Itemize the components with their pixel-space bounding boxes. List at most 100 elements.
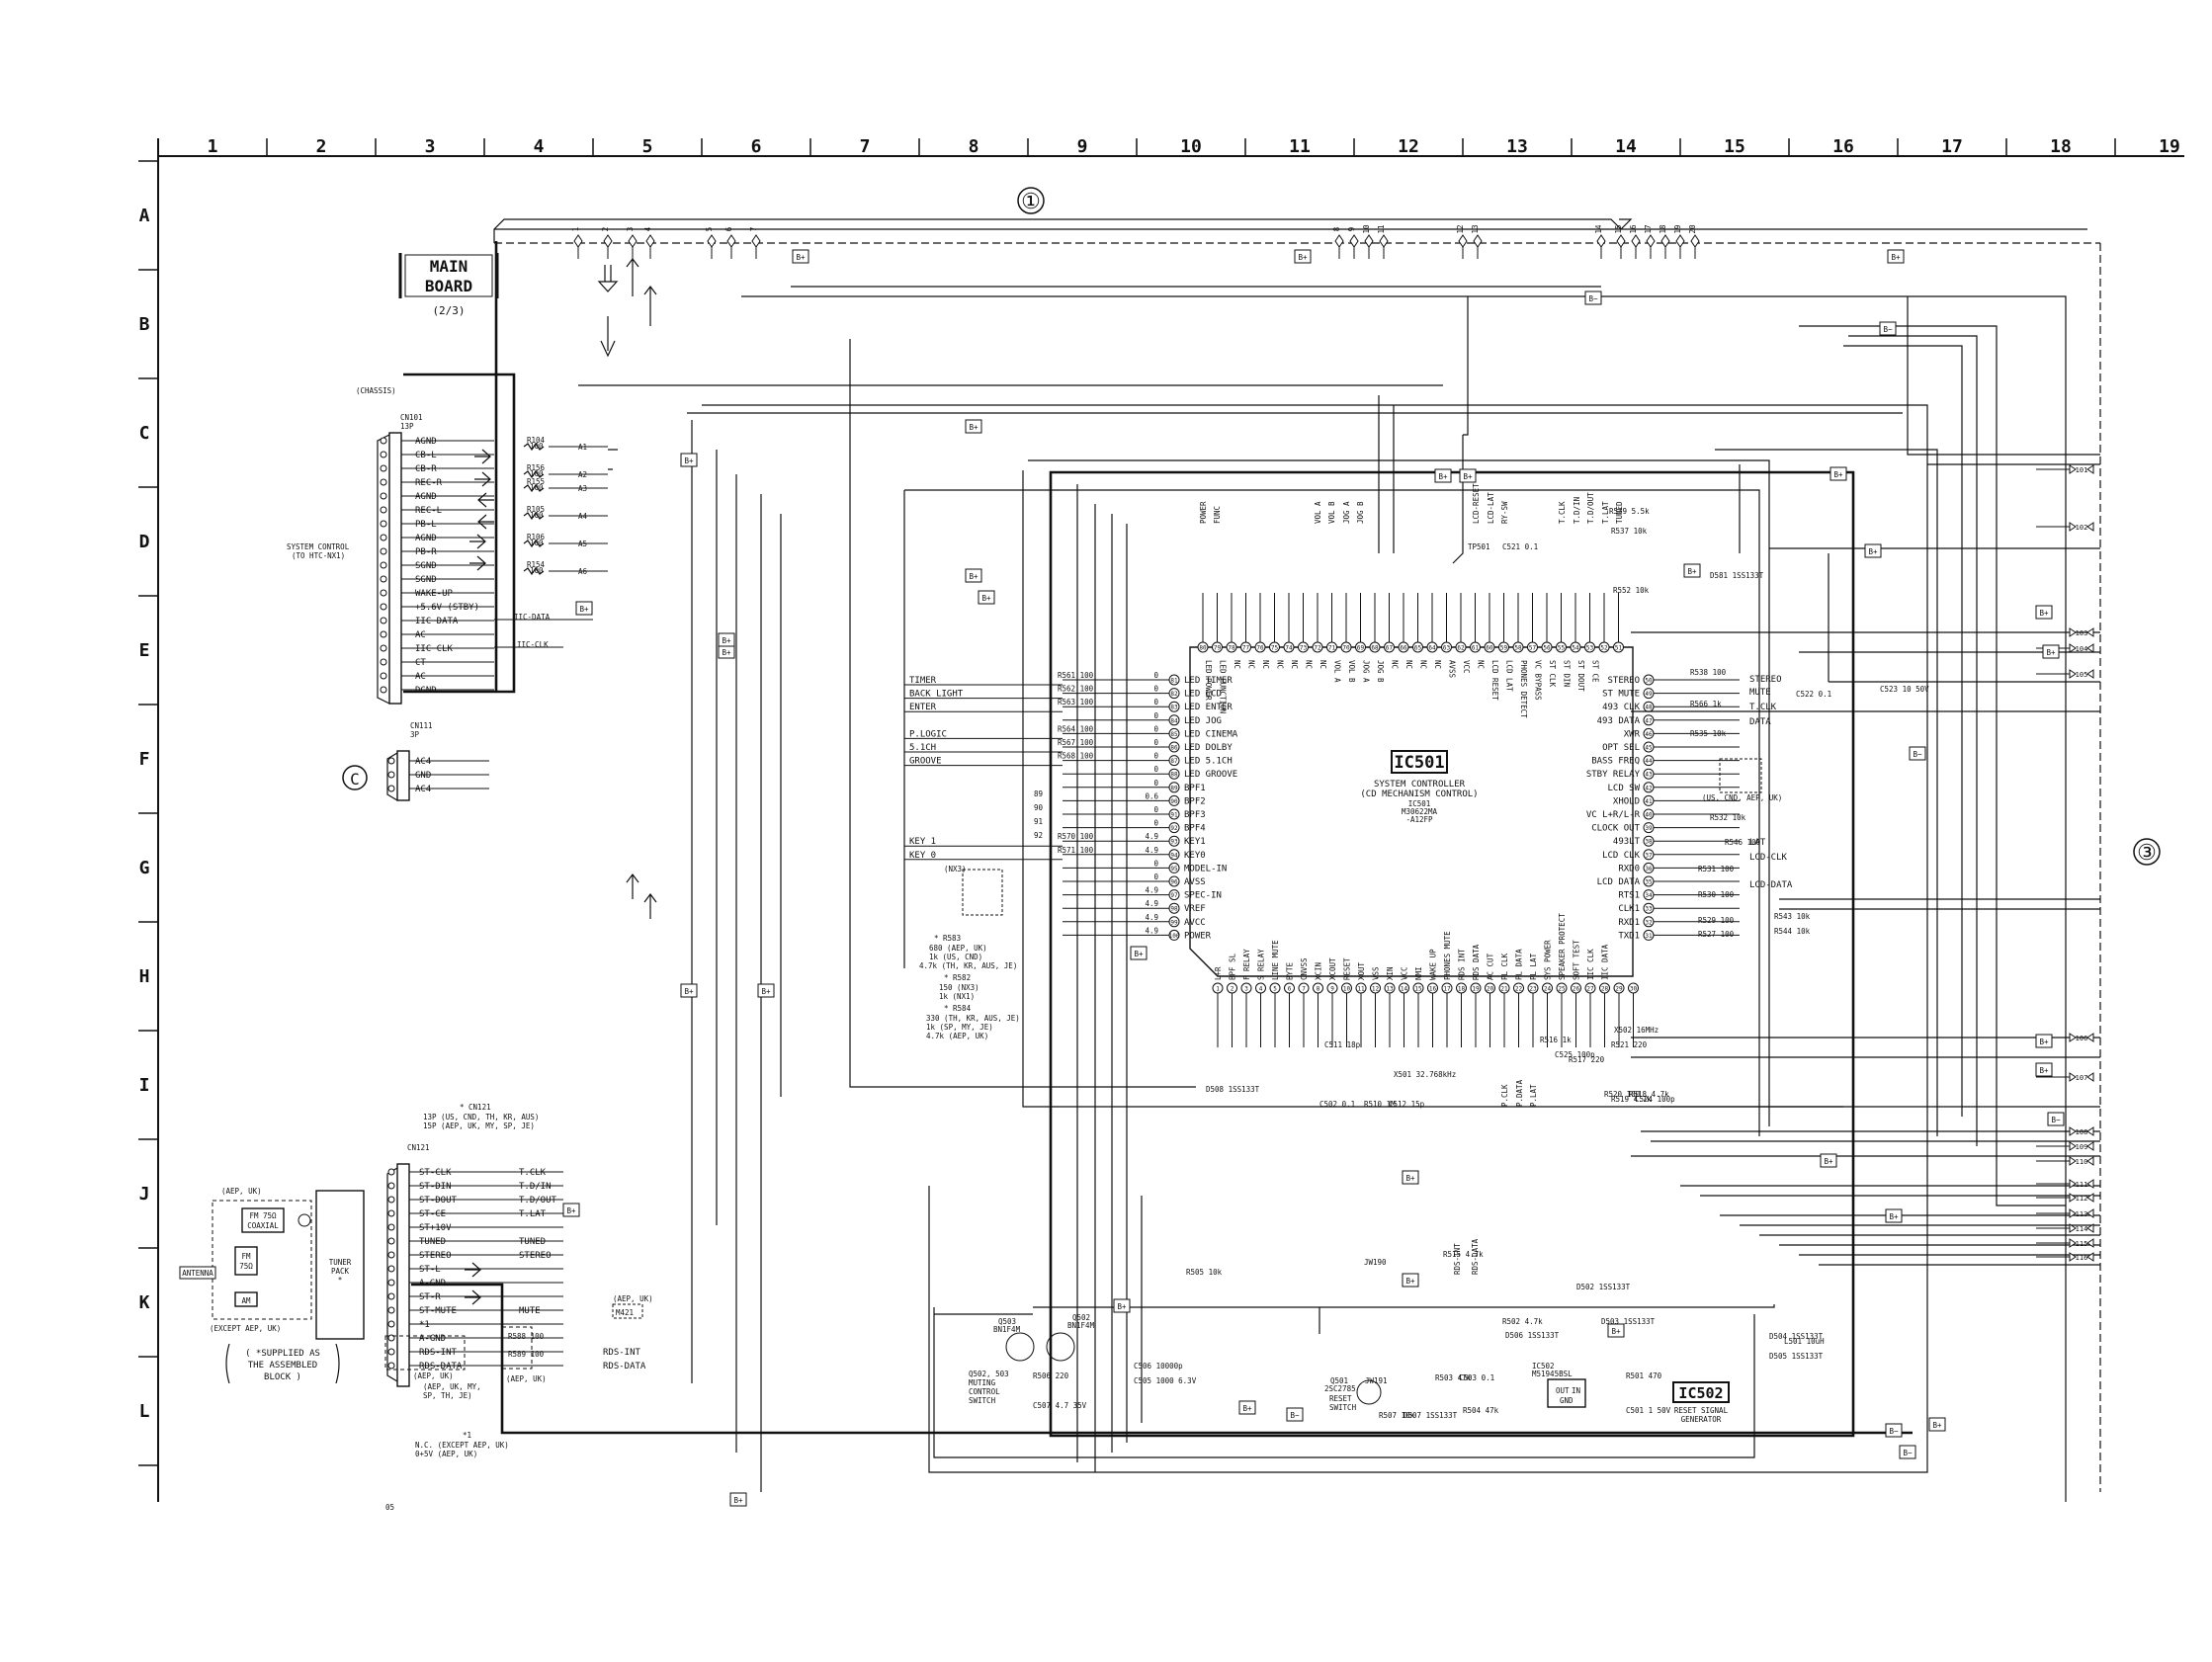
ic501-pin-name: CNVSS [1300, 957, 1309, 980]
ic501-pin-volt: 0 [1153, 819, 1158, 828]
right-connector [2086, 643, 2094, 653]
ic501-right-resistor: R535 10k [1690, 729, 1727, 738]
resistor-symbol [523, 469, 545, 479]
ic501-pin-num: 86 [1170, 745, 1178, 752]
ic501-net-label: KEY 1 [909, 837, 936, 847]
ic501-pin-name: NC [1433, 660, 1442, 669]
b-plus-box [757, 983, 775, 998]
bus-connector [751, 234, 761, 248]
b-plus-label: B+ [1868, 547, 1878, 556]
bus-connector [1660, 234, 1670, 248]
ic501-pin-name: XWR [1624, 729, 1641, 739]
ic501-pin-num: 85 [1170, 731, 1178, 738]
ic501-pin-name: LINE MUTE [1271, 940, 1280, 980]
signal-arrows [465, 258, 657, 1305]
ic501-pin-name: KEY0 [1184, 851, 1206, 861]
cn121-note-3: 15P (AEP, UK, MY, SP, JE) [423, 1122, 535, 1130]
ic501-pin-volt: 4.9 [1145, 846, 1158, 855]
ic501-top-net: T.LAT [1601, 501, 1610, 524]
ic501-pin-volt: 0 [1153, 859, 1158, 868]
cn101-pin [380, 672, 387, 680]
ic501-pin-name: VCC [1462, 660, 1471, 674]
ic501-pin-name: LED LCD [1184, 690, 1222, 700]
ic501-pin-name: BPF2 [1184, 796, 1206, 806]
cn121-net-label: RDS-INT [603, 1348, 641, 1358]
ic501-pin-name: RDS INT [1458, 949, 1467, 980]
cn101-pin [380, 686, 387, 694]
q501-ref: Q501 [1330, 1376, 1348, 1385]
ic501-top-net: T.D/OUT [1586, 492, 1595, 524]
cn121-pin-label: ST-DOUT [419, 1196, 458, 1205]
ic501-pin-name: F RELAY [1242, 949, 1251, 980]
ic501-pin-name: S RELAY [1257, 949, 1266, 980]
ic501-right-net: T.CLK [1749, 703, 1777, 712]
right-connector-label: 112 [2076, 1195, 2088, 1203]
ic501-part2: M30622MA [1402, 807, 1438, 816]
cn101-ref: CN101 [400, 413, 423, 422]
ic501-pin-volt: 0 [1153, 671, 1158, 680]
bus-connector-label: 7 [749, 227, 758, 232]
page-number: 05 [385, 1503, 394, 1512]
cn121-pin-label: ST-R [419, 1292, 441, 1302]
ic501-pin-num: 25 [1558, 986, 1566, 993]
grid-col-5: 5 [642, 136, 653, 157]
b-minus-box [1879, 321, 1897, 336]
ic501-pin-volt: 4.9 [1145, 886, 1158, 895]
b-plus-box [1294, 249, 1312, 264]
component-label: JW190 [1364, 1258, 1387, 1267]
component-label: D504 1SS133T [1769, 1332, 1824, 1341]
ic501-pin-num: 71 [1328, 645, 1336, 652]
cn121-net-label: T.D/IN [519, 1182, 552, 1192]
ic501-pin-num: 70 [1342, 645, 1350, 652]
ic501-top-net: JOG B [1356, 501, 1365, 524]
ic501-pin-num: 40 [1645, 812, 1653, 819]
b-plus-box [1238, 1400, 1256, 1415]
ic501-pin-num: 33 [1645, 906, 1653, 913]
cn101-pin [380, 437, 387, 445]
right-connector-label: 115 [2076, 1240, 2088, 1248]
bus-connector [645, 234, 655, 248]
ic501-top-net: POWER [1199, 501, 1208, 524]
bus-connector-label: 12 [1456, 224, 1465, 233]
ic501-pin-num: 63 [1443, 645, 1451, 652]
ic501-pin-name: BPF1 [1184, 784, 1206, 793]
ic501-pin-num: 15 [1414, 986, 1422, 993]
ic501-pin-num: 77 [1242, 645, 1250, 652]
ic501-pin-num: 67 [1386, 645, 1394, 652]
r583-note-2: 1k (US, CND) [929, 953, 982, 961]
r582-note-2: 1k (NX1) [939, 992, 975, 1001]
right-connector [2086, 1126, 2094, 1136]
ic501-pin-name: SOFT TEST [1573, 940, 1581, 980]
net-iic-clk: IIC-CLK [517, 640, 549, 649]
nx3-note: (NX3) [944, 865, 967, 873]
b-plus-label: B+ [2039, 1066, 2049, 1075]
ic501-right-resistor: R538 100 [1690, 668, 1727, 677]
resistor-ref: R104 [527, 436, 546, 445]
cn111-ref: CN111 [410, 721, 433, 730]
ic501-pin-volt: 4.9 [1145, 926, 1158, 935]
ic501-net-label: GROOVE [909, 757, 942, 767]
b-plus-box [1928, 1417, 1946, 1432]
ic501-top-net: JOG A [1342, 501, 1351, 524]
ic501-top-net: LCD-RESET [1472, 483, 1481, 524]
grid-row-K: K [139, 1292, 150, 1313]
ic501-right-net: LCD-CLK [1749, 853, 1788, 863]
b-plus-box [2035, 605, 2053, 620]
grid-row-L: L [139, 1401, 150, 1422]
ic501-pin-num: 42 [1645, 785, 1653, 791]
component-label: R518 4.7k [1629, 1090, 1669, 1099]
cn101-pin [380, 589, 387, 597]
component-label: R552 10k [1613, 586, 1650, 595]
ic501-pin-num: 78 [1228, 645, 1235, 652]
ic501-pin-num: 88 [1170, 772, 1178, 779]
ic501-pin-num: 36 [1645, 866, 1653, 873]
ic501-pin-name: ST DIN [1563, 660, 1572, 687]
ic501-pin-name: AVSS [1184, 877, 1206, 887]
ic501-pin-num: 90 [1170, 798, 1178, 805]
b-plus-box [965, 419, 982, 434]
ic501-pin-name: VC L+R/L-R [1586, 810, 1641, 820]
grid-col-1: 1 [208, 136, 218, 157]
ic502-pin-gnd: GND [1560, 1396, 1574, 1405]
